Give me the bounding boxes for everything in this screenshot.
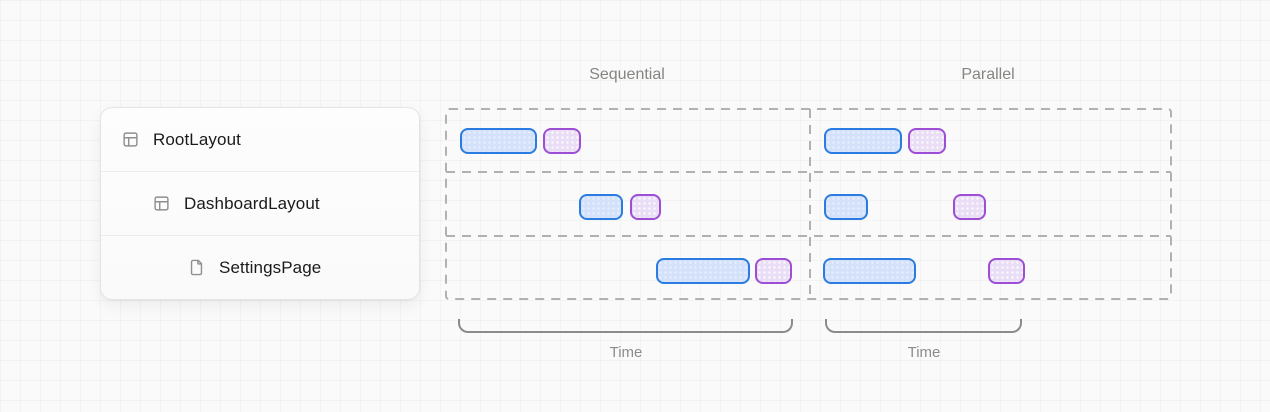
parallel-row1-blue-bar: [824, 194, 868, 220]
tree-item-label: RootLayout: [153, 129, 241, 149]
sequential-row1-purple-bar: [630, 194, 661, 220]
parallel-row2-purple-bar: [988, 258, 1025, 284]
parallel-row0-purple-bar: [908, 128, 946, 154]
parallel-row2-blue-bar: [823, 258, 916, 284]
sequential-row1-blue-bar: [579, 194, 623, 220]
parallel-row1-purple-bar: [953, 194, 986, 220]
file-icon: [190, 259, 203, 276]
time-bracket-parallel: [825, 319, 1022, 333]
tree-row-settingspage: SettingsPage: [101, 236, 419, 299]
sequential-row0-purple-bar: [543, 128, 581, 154]
time-label-sequential: Time: [609, 344, 643, 361]
timeline-dashed-grid: [445, 108, 1172, 300]
column-header-sequential: Sequential: [589, 66, 665, 83]
component-tree-card: RootLayout DashboardLayout SettingsPage: [100, 107, 420, 300]
sequential-row2-purple-bar: [755, 258, 792, 284]
sequential-row0-blue-bar: [460, 128, 537, 154]
time-label-parallel: Time: [907, 344, 941, 361]
tree-row-dashboardlayout: DashboardLayout: [101, 172, 419, 236]
sequential-row2-blue-bar: [656, 258, 750, 284]
layout-icon: [123, 132, 138, 147]
time-bracket-sequential: [458, 319, 793, 333]
tree-row-rootlayout: RootLayout: [101, 108, 419, 172]
layout-icon: [154, 196, 169, 211]
parallel-row0-blue-bar: [824, 128, 902, 154]
column-header-parallel: Parallel: [961, 66, 1015, 83]
tree-item-label: DashboardLayout: [184, 193, 320, 213]
tree-item-label: SettingsPage: [219, 257, 322, 277]
